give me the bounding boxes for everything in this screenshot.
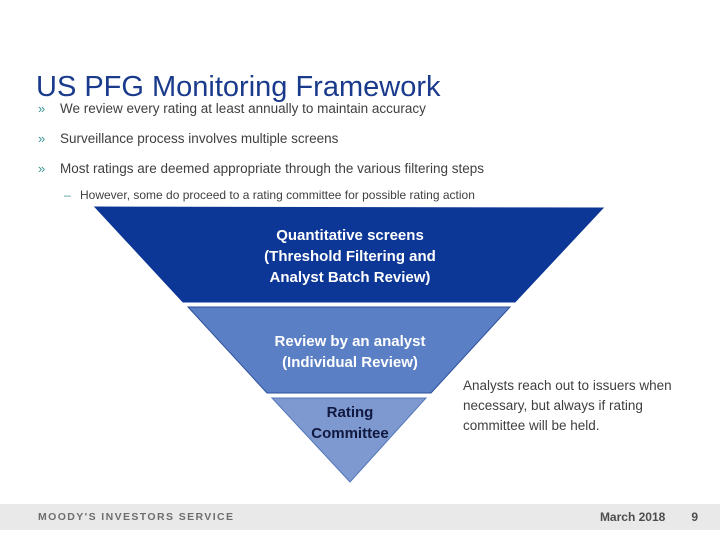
moodys-logo: MOODY'S INVESTORS SERVICE — [38, 511, 235, 523]
funnel-level-2-line: (Individual Review) — [282, 354, 418, 371]
bullet-text: We review every rating at least annually… — [60, 101, 426, 116]
bullet-marker-icon: » — [38, 131, 46, 146]
bullet-text: Most ratings are deemed appropriate thro… — [60, 161, 484, 176]
bullet-item: » We review every rating at least annual… — [38, 100, 658, 117]
funnel-level-2-line: Review by an analyst — [274, 333, 426, 350]
funnel-level-3-label: Rating Committee — [275, 402, 425, 444]
footer-bar: MOODY'S INVESTORS SERVICE March 2018 9 — [0, 504, 720, 530]
funnel-level-3-line: Rating — [326, 404, 374, 421]
funnel-level-1-line: Quantitative screens — [276, 227, 424, 244]
funnel-level-1-line: Analyst Batch Review) — [269, 269, 431, 286]
dash-marker-icon: – — [64, 188, 71, 202]
bullet-marker-icon: » — [38, 101, 46, 116]
funnel-level-1-shape — [93, 206, 605, 303]
sub-bullet-item: – However, some do proceed to a rating c… — [64, 188, 658, 203]
slide-date: March 2018 — [599, 510, 666, 524]
page-title: US PFG Monitoring Framework — [36, 71, 441, 104]
funnel-level-1-line: (Threshold Filtering and — [264, 248, 436, 265]
bullet-item: » Most ratings are deemed appropriate th… — [38, 160, 658, 177]
page-number: 9 — [691, 510, 698, 524]
bullet-text: Surveillance process involves multiple s… — [60, 131, 339, 146]
funnel-level-1-label: Quantitative screens (Threshold Filterin… — [200, 225, 500, 288]
bullet-list: » We review every rating at least annual… — [38, 100, 658, 203]
funnel-level-3-shape — [270, 397, 428, 483]
bullet-item: » Surveillance process involves multiple… — [38, 130, 658, 147]
bullet-marker-icon: » — [38, 161, 46, 176]
side-note: Analysts reach out to issuers when neces… — [463, 378, 672, 433]
funnel-level-3-line: Committee — [311, 425, 389, 442]
funnel-level-2-label: Review by an analyst (Individual Review) — [225, 331, 475, 373]
funnel-level-2-shape — [186, 306, 512, 394]
footer-right: March 2018 9 — [600, 510, 698, 524]
sub-bullet-text: However, some do proceed to a rating com… — [80, 188, 475, 202]
